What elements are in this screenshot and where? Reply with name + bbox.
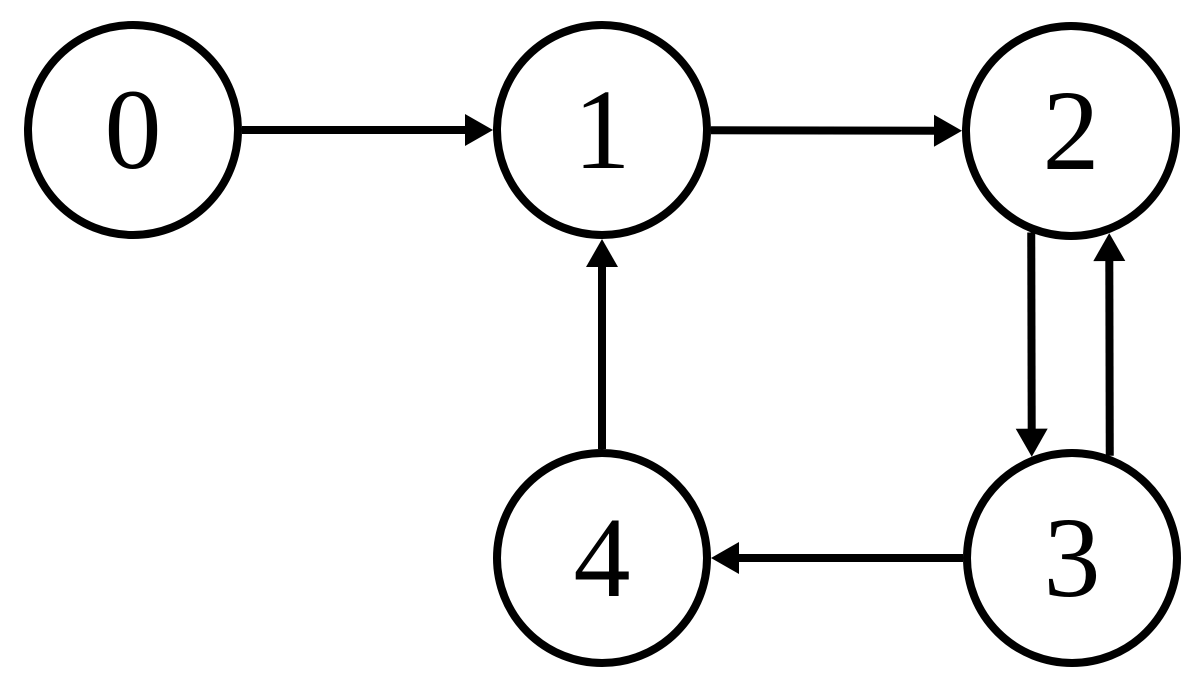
node-label: 0 bbox=[105, 66, 162, 193]
graph-node-0: 0 bbox=[24, 21, 242, 239]
node-label: 4 bbox=[574, 494, 631, 621]
node-circle bbox=[493, 449, 711, 667]
arrowhead-icon bbox=[1015, 428, 1048, 457]
graph-node-4: 4 bbox=[493, 449, 711, 667]
node-label: 2 bbox=[1043, 67, 1100, 194]
arrowhead-icon bbox=[1093, 233, 1126, 262]
arrowhead-icon bbox=[465, 114, 493, 146]
node-label: 3 bbox=[1044, 494, 1101, 621]
edge-4-to-1 bbox=[586, 239, 618, 449]
graph-node-2: 2 bbox=[962, 22, 1180, 240]
arrowhead-icon bbox=[586, 239, 618, 267]
arrowhead-icon bbox=[933, 114, 963, 147]
edge-0-to-1 bbox=[242, 114, 493, 146]
node-circle bbox=[963, 449, 1181, 667]
node-circle bbox=[493, 21, 711, 239]
edge-3-to-4 bbox=[711, 542, 963, 574]
edge-1-to-2 bbox=[710, 114, 963, 147]
arrowhead-icon bbox=[711, 542, 739, 574]
edge-3-to-2 bbox=[1093, 233, 1126, 456]
graph-node-3: 3 bbox=[963, 449, 1181, 667]
node-label: 1 bbox=[574, 66, 631, 193]
edge-2-to-3 bbox=[1015, 232, 1048, 457]
node-circle bbox=[24, 21, 242, 239]
node-circle bbox=[962, 22, 1180, 240]
graph-node-1: 1 bbox=[493, 21, 711, 239]
